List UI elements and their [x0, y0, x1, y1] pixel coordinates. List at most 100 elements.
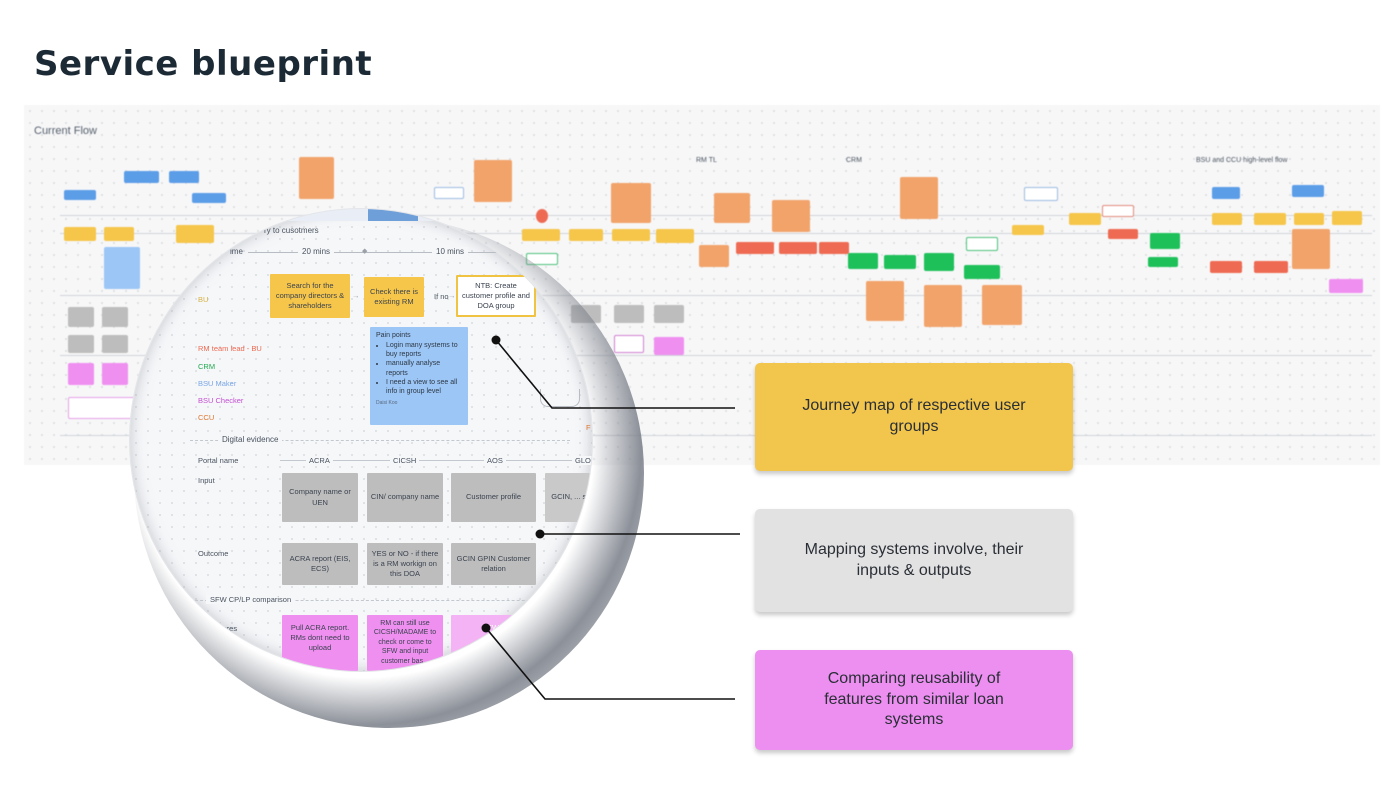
flow-node [1108, 229, 1138, 239]
flow-note [611, 183, 651, 223]
timeline-lead: ry to cusotmers [264, 226, 319, 235]
flow-node [1294, 213, 1324, 225]
flow-node [1254, 261, 1288, 273]
flow-node [434, 187, 464, 199]
input-acra: Company name or UEN [282, 473, 358, 522]
lane-line [60, 355, 1372, 356]
feature-cicsh: RM can still use CICSH/MADAME to check o… [367, 615, 443, 671]
callout-reusability: Comparing reusability of features from s… [755, 650, 1073, 750]
flow-node [169, 171, 199, 183]
timeline-diamond: ◆ [544, 248, 550, 255]
flow-note [772, 200, 810, 232]
flow-node [654, 337, 684, 355]
portal-aos: AOS [484, 456, 506, 465]
flow-node [64, 190, 96, 200]
lens-top-marker [368, 209, 418, 221]
flow-node [1329, 279, 1363, 293]
flow-note [982, 285, 1022, 325]
flow-node [64, 227, 96, 241]
portal-cicsh: CICSH [390, 456, 420, 465]
flow-node [1069, 213, 1101, 225]
flow-node [68, 363, 94, 385]
flow-node [612, 229, 650, 241]
pain-point-item: I need a view to see all info in group l… [386, 378, 462, 396]
flow-node [819, 242, 849, 254]
flow-node [68, 335, 94, 353]
section-bsu-ccu: BSU and CCU high-level flow [1196, 157, 1288, 164]
lane-line [60, 295, 1372, 296]
flow-node [736, 242, 774, 254]
callout-mapping-systems: Mapping systems involve, their inputs & … [755, 509, 1073, 612]
flow-node [966, 237, 998, 251]
connector-line [536, 287, 592, 288]
flow-node [1024, 187, 1058, 201]
flow-node [779, 242, 817, 254]
flow-node [1212, 187, 1240, 199]
flow-node [102, 335, 128, 353]
step-search-directors: Search for the company directors & share… [270, 274, 350, 318]
lane-line [60, 233, 1372, 234]
callout-mapping-systems-text: Mapping systems involve, their inputs & … [804, 540, 1024, 579]
timeline-label: ime [230, 247, 243, 256]
leader-line-journey [495, 339, 735, 409]
outcome-label: Outcome [198, 549, 229, 558]
role-bsu-checker: BSU Checker [198, 396, 244, 405]
flow-node [964, 265, 1000, 279]
flow-node [1212, 213, 1242, 225]
outcome-aos: GCIN GPIN Customer relation [451, 543, 536, 585]
role-ccu: CCU [198, 413, 215, 422]
sfw-comparison-label: SFW CP/LP comparison [206, 595, 296, 604]
flow-node [1292, 185, 1324, 197]
digital-evidence-label: Digital evidence [218, 435, 283, 444]
section-crm: CRM [846, 157, 862, 164]
role-rm-team-lead: RM team lead - BU [198, 344, 262, 353]
pain-points-list: Login many systems to buy reports manual… [386, 341, 462, 396]
features-label: features [210, 624, 238, 633]
step1-time: 20 mins [298, 247, 335, 256]
pain-points-title: Pain points [376, 332, 411, 339]
board-title: Current Flow [34, 125, 97, 137]
flow-node [68, 307, 94, 327]
flow-note [1292, 229, 1330, 269]
portal-name-label: Portal name [198, 456, 239, 465]
pain-point-item: manually analyse reports [386, 359, 462, 377]
divider [190, 440, 570, 441]
timeline-diamond: ◆ [362, 248, 368, 255]
flow-node [1012, 225, 1044, 235]
anchor-dot-systems [535, 529, 545, 539]
flow-node [1254, 213, 1286, 225]
role-crm: CRM [198, 362, 216, 371]
flow-node [102, 307, 128, 327]
pain-points-author: Daisi Koo [376, 400, 398, 407]
flow-node [884, 255, 916, 269]
divider [190, 600, 590, 601]
flow-node [656, 229, 694, 243]
input-cicsh: CIN/ company name [367, 473, 443, 522]
input-label: Input [198, 476, 215, 485]
flow-node [924, 253, 954, 271]
flow-node [176, 225, 214, 243]
flow-node [569, 229, 603, 241]
outcome-cicsh: YES or NO - if there is a RM workign on … [367, 543, 443, 585]
step2-time: 10 mins [432, 247, 469, 256]
pain-point-item: Login many systems to buy reports [386, 341, 462, 359]
flow-node [104, 227, 134, 241]
feature-acra: Pull ACRA report. RMs dont need to uploa… [282, 615, 358, 671]
role-bu-fragment: BU [198, 295, 209, 304]
callout-reusability-text: Comparing reusability of features from s… [824, 669, 1004, 729]
anchor-dot-features [481, 623, 491, 633]
if-no-label: If no [434, 292, 449, 301]
flow-node [654, 305, 684, 323]
arrow-icon: → [352, 291, 360, 300]
portal-acra: ACRA [306, 456, 333, 465]
flow-node [1150, 233, 1180, 249]
lens-top-strip [130, 209, 592, 221]
fragment-label: F [586, 423, 591, 432]
flow-node [522, 229, 560, 241]
input-glo: GCIN, ... sta... [545, 473, 592, 522]
leader-line-features [485, 627, 735, 700]
flow-note [900, 177, 938, 219]
flow-note [699, 245, 729, 267]
lane-line [60, 435, 1372, 436]
flow-node [1102, 205, 1134, 217]
